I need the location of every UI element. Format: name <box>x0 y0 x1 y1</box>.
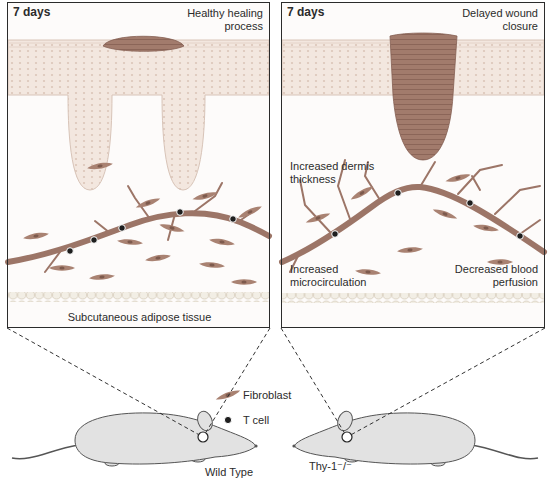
stratum-corneum <box>282 43 392 44</box>
fibroblast <box>192 190 219 202</box>
t-cell <box>395 190 402 197</box>
mouse-node: Wild Type <box>10 398 265 483</box>
capillary <box>420 162 435 187</box>
legend-text: Fibroblast <box>243 389 291 401</box>
t-cell <box>332 231 339 238</box>
fibroblast <box>135 196 161 210</box>
fibroblast <box>49 265 75 270</box>
fibroblast <box>473 223 500 233</box>
legend-item: Fibroblast <box>243 389 291 402</box>
t-cell <box>517 233 524 240</box>
epidermis <box>282 40 394 95</box>
fibroblast <box>237 204 263 220</box>
zoom-leader <box>206 328 270 432</box>
wild-type-mouse <box>12 409 258 466</box>
t-cell <box>119 225 126 232</box>
t-cell <box>91 237 98 244</box>
t-cell <box>177 209 184 216</box>
time-label: 7 days <box>287 6 324 19</box>
node-text: Decreased blood perfusion <box>448 263 538 289</box>
scab <box>103 36 184 51</box>
fibroblast <box>231 279 257 284</box>
fibroblast <box>355 268 381 276</box>
node-text: Thy-1⁻/⁻ <box>309 460 352 473</box>
node-text: Increased microcirculation <box>290 263 385 289</box>
fibroblast <box>432 207 458 221</box>
dermis <box>7 2 270 328</box>
node-text: Subcutaneous adipose tissue <box>8 311 271 324</box>
dermis <box>281 2 545 328</box>
time-label: 7 days <box>13 6 50 19</box>
blood-vessel <box>8 213 269 262</box>
capillary <box>495 186 540 214</box>
fibroblast <box>23 231 50 241</box>
fibroblast <box>145 253 172 263</box>
fibroblast-sample <box>215 388 241 402</box>
node-text: Healthy healing process <box>173 7 263 33</box>
capillary <box>472 176 480 190</box>
epidermis <box>452 40 544 95</box>
legend-item: T cell <box>243 414 269 427</box>
knockout-mouse <box>292 409 538 466</box>
node-text: Wild Type <box>205 466 253 479</box>
t-cell <box>230 216 237 223</box>
capillary <box>520 220 540 234</box>
blood-vessel <box>282 187 544 262</box>
fibroblast <box>159 222 186 234</box>
node-text: Delayed wound closure <box>448 7 538 33</box>
zoom-leader <box>352 328 545 434</box>
fibroblast <box>445 172 472 184</box>
stratum-corneum <box>455 47 544 48</box>
zoom-leader <box>281 328 344 432</box>
fibroblast <box>349 184 374 202</box>
adipose-tissue <box>282 293 544 303</box>
legend-text: T cell <box>243 414 269 426</box>
t-cell-sample <box>224 416 231 423</box>
fibroblast <box>305 211 331 225</box>
mouse-node: Thy-1⁻/⁻ <box>285 398 540 483</box>
epidermis <box>8 40 269 190</box>
fibroblast <box>397 246 423 254</box>
fibroblast <box>209 237 236 247</box>
tissue-panel: 7 days Healthy healing processSubcutaneou… <box>7 2 270 328</box>
fibroblast <box>89 273 115 281</box>
capillary <box>300 180 330 232</box>
node-text: Increased dermis thickness <box>290 160 380 186</box>
capillary <box>458 165 502 194</box>
t-cell <box>467 200 474 207</box>
open-wound <box>390 33 457 160</box>
tissue-panel: 7 days Delayed wound closureIncreased der… <box>281 2 545 328</box>
stratum-corneum <box>282 47 392 48</box>
zoom-leader <box>7 328 198 434</box>
t-cell <box>67 248 74 255</box>
adipose-tissue <box>8 292 269 302</box>
fibroblast <box>87 161 114 171</box>
stratum-corneum <box>455 43 544 44</box>
fibroblast <box>117 238 143 246</box>
fibroblast <box>199 261 225 269</box>
